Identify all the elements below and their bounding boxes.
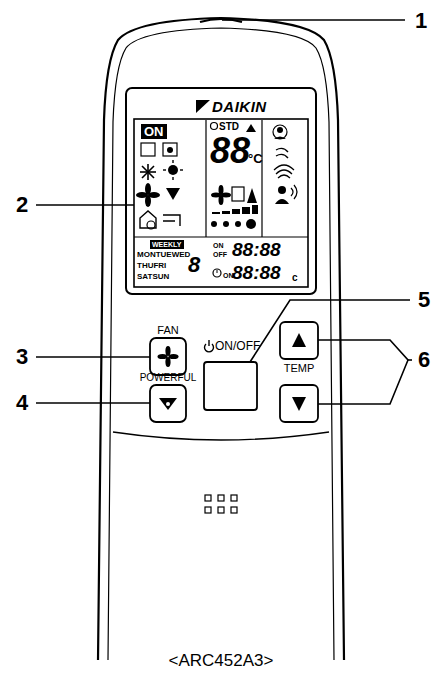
lcd-clock: 88:88: [232, 240, 281, 259]
lcd-mode-text: STD: [219, 122, 239, 132]
callout-number: 3: [16, 346, 28, 368]
callout-number: 6: [418, 349, 430, 371]
lcd-timer-text: ON: [213, 242, 224, 249]
lcd-on-indicator: ON: [141, 124, 167, 139]
brand-logo: DAIKIN: [212, 99, 267, 114]
button-label: FAN: [157, 325, 178, 336]
callout-number: 4: [16, 392, 28, 414]
lcd-unit: °C: [248, 152, 263, 165]
lcd-day-text: SATSUN: [137, 273, 169, 281]
lcd-unit: c: [292, 273, 298, 283]
lcd-temperature: 88: [210, 133, 250, 169]
lcd-day-text: THUFRI: [137, 262, 166, 270]
button-label: TEMP: [284, 363, 315, 374]
button-label: ON/OFF: [215, 340, 260, 352]
lcd-day-digit: 8: [188, 254, 200, 276]
callout-number: 2: [16, 194, 28, 216]
model-caption: <ARC452A3>: [169, 652, 274, 669]
callout-number: 5: [418, 289, 430, 311]
lcd-timer-text: OFF: [213, 251, 227, 258]
lcd-day-text: MONTUEWED: [137, 251, 190, 259]
callout-number: 1: [415, 10, 427, 32]
button-label: POWERFUL: [140, 373, 197, 383]
indicator-text: ON: [144, 125, 167, 138]
lcd-timer-text: ON: [223, 272, 234, 279]
lcd-weekly-indicator: WEEKLY: [150, 240, 184, 249]
lcd-clock: 88:88: [232, 263, 281, 282]
indicator-text: WEEKLY: [152, 241, 184, 248]
